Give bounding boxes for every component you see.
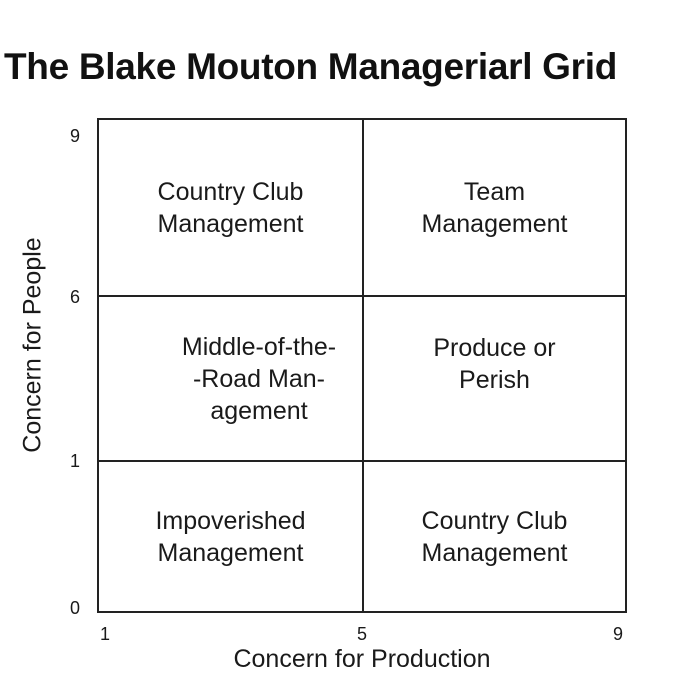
cell-bottom-right: Country Club Management	[421, 506, 568, 567]
cell-bottom-left: Impoverished Management	[155, 506, 306, 567]
grid-divider-vertical	[362, 120, 364, 611]
cell-top-left: Country Club Management	[157, 177, 304, 238]
cell-top-right: Team Management	[421, 177, 568, 238]
x-tick-label: 5	[357, 624, 368, 644]
y-axis-label: Concern for People	[18, 237, 47, 453]
x-tick-label: 9	[613, 624, 624, 644]
diagram-title: The Blake Mouton Manageriarl Grid	[4, 46, 618, 87]
y-tick-label: 1	[70, 451, 81, 471]
y-tick-label: 0	[70, 598, 81, 618]
y-tick-label: 9	[70, 126, 81, 146]
x-tick-label: 1	[100, 624, 111, 644]
x-axis-label: Concern for Production	[233, 645, 491, 673]
y-tick-label: 6	[70, 287, 81, 307]
cell-middle-left: Middle-of-the- -Road Man- agement	[181, 332, 337, 425]
cell-middle-right: Produce or Perish	[433, 333, 556, 394]
managerial-grid: Country Club Management Team Management …	[97, 118, 627, 613]
